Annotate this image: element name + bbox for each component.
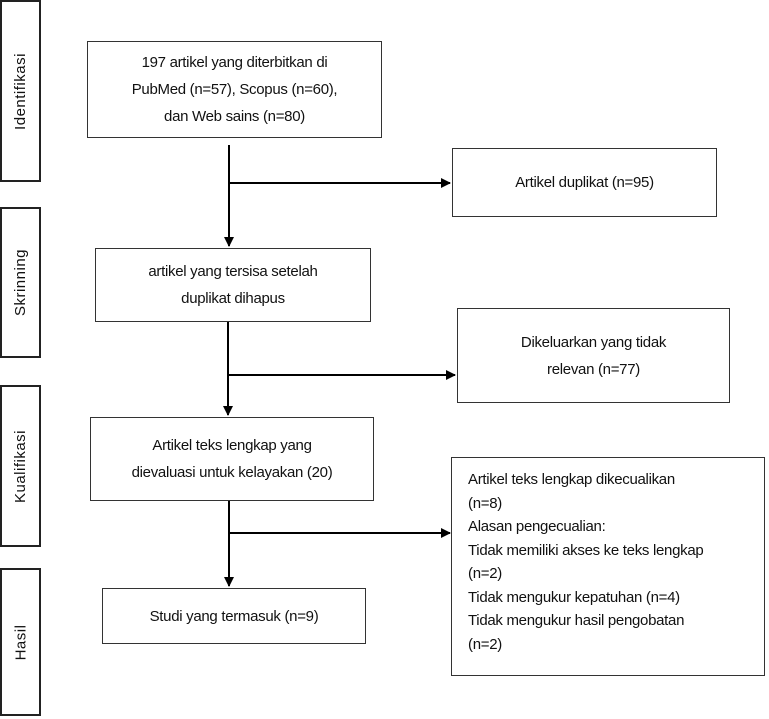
text-line: Tidak mengukur hasil pengobatan [468,612,685,629]
text-line: artikel yang tersisa setelah [148,263,318,280]
text-line: relevan (n=77) [547,360,640,378]
text-line: Studi yang termasuk (n=9) [149,607,319,625]
stage-identifikasi: Identifikasi [0,0,41,182]
text-line: Dikeluarkan yang tidak [520,333,667,351]
text-line: (n=2) [468,635,502,653]
box-excluded-irrelevant: Dikeluarkan yang tidak relevan (n=77) [457,308,730,403]
box-fulltext-excluded: Artikel teks lengkap dikecualikan (n=8) … [451,457,765,676]
text-line: dan Web sains (n=80) [164,108,305,125]
text-line: dievaluasi untuk kelayakan (20) [131,464,333,481]
text-line: Tidak mengukur kepatuhan (n=4) [468,588,680,606]
text-line: Tidak memiliki akses ke teks lengkap [468,541,704,559]
text-line: PubMed (n=57), Scopus (n=60), [131,81,338,98]
box-screened: artikel yang tersisa setelah duplikat dih… [95,248,371,322]
text-line: Alasan pengecualian: [468,518,606,535]
box-duplicates: Artikel duplikat (n=95) [452,148,717,217]
box-identified: 197 artikel yang diterbitkan di PubMed (n… [87,41,382,138]
text-line: Artikel duplikat (n=95) [515,174,654,191]
stage-label: Hasil [12,624,29,660]
stage-label: Kualifikasi [12,429,29,503]
stage-label: Identifikasi [12,52,29,130]
stage-kualifikasi: Kualifikasi [0,385,41,547]
box-included: Studi yang termasuk (n=9) [102,588,366,644]
stage-skrinning: Skrinning [0,207,41,358]
stage-hasil: Hasil [0,568,41,716]
text-line: 197 artikel yang diterbitkan di [141,54,328,71]
stage-label: Skrinning [12,248,30,317]
box-fulltext-assessed: Artikel teks lengkap yang dievaluasi untu… [90,417,374,501]
text-line: (n=2) [468,565,502,582]
text-line: duplikat dihapus [181,290,285,307]
text-line: (n=8) [468,494,502,512]
text-line: Artikel teks lengkap dikecualikan [468,471,675,488]
text-line: Artikel teks lengkap yang [152,437,312,454]
